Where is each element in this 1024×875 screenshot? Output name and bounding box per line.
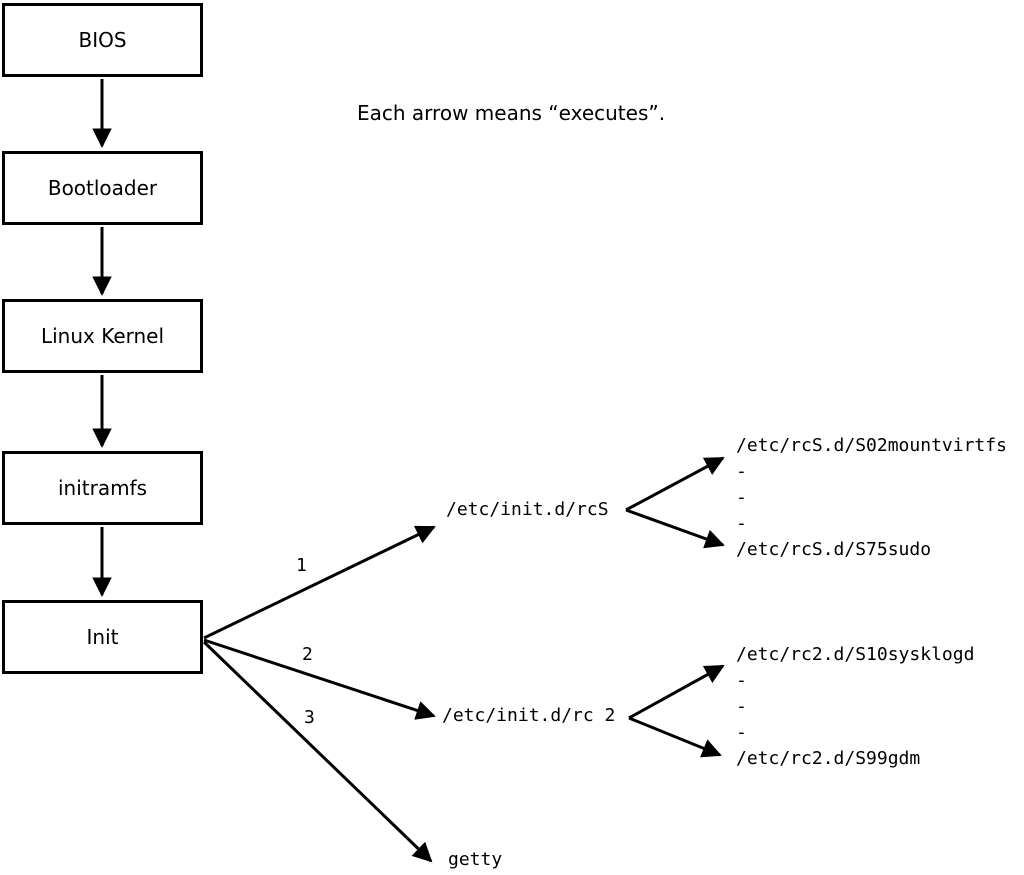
legend-note: Each arrow means “executes”.: [357, 101, 666, 125]
rc2-script-list: /etc/rc2.d/S10sysklogd - - - /etc/rc2.d/…: [736, 642, 974, 772]
branch-1-number: 1: [296, 555, 307, 576]
node-bootloader: Bootloader: [2, 151, 203, 225]
arrow-rcS-to-first-script: [625, 456, 725, 512]
node-linux-kernel: Linux Kernel: [2, 299, 203, 373]
node-rcS-script: /etc/init.d/rcS: [446, 499, 609, 520]
rcS-script-item: /etc/rcS.d/S02mountvirtfs: [736, 435, 1007, 456]
node-init: Init: [2, 600, 203, 674]
rcS-script-item: -: [736, 461, 747, 482]
branch-2-number: 2: [302, 644, 313, 665]
rc2-script-item: -: [736, 722, 747, 743]
arrow-init-to-rcS: [203, 525, 436, 640]
rc2-script-item: /etc/rc2.d/S99gdm: [736, 748, 921, 769]
rc2-script-item: /etc/rc2.d/S10sysklogd: [736, 644, 975, 665]
rcS-script-item: -: [736, 487, 747, 508]
node-bios-label: BIOS: [78, 28, 127, 52]
arrow-rc2-to-first-script: [628, 664, 725, 720]
branch-3-number: 3: [304, 707, 315, 728]
arrow-init-to-rc2: [203, 638, 436, 720]
node-initramfs: initramfs: [2, 451, 203, 525]
node-rc2-script: /etc/init.d/rc 2: [442, 705, 616, 726]
rcS-script-item: -: [736, 513, 747, 534]
arrow-rc2-to-last-script: [628, 716, 722, 758]
arrow-rcS-to-last-script: [625, 508, 725, 549]
node-bootloader-label: Bootloader: [47, 176, 158, 200]
rc2-script-item: -: [736, 670, 747, 691]
node-bios: BIOS: [2, 3, 203, 77]
node-initramfs-label: initramfs: [57, 476, 148, 500]
arrow-init-to-getty: [202, 640, 433, 863]
rc2-script-item: -: [736, 696, 747, 717]
node-init-label: Init: [86, 625, 119, 649]
rcS-script-item: /etc/rcS.d/S75sudo: [736, 539, 932, 560]
node-getty: getty: [448, 849, 503, 870]
rcS-script-list: /etc/rcS.d/S02mountvirtfs - - - /etc/rcS…: [736, 433, 1007, 563]
node-linux-kernel-label: Linux Kernel: [40, 324, 165, 348]
